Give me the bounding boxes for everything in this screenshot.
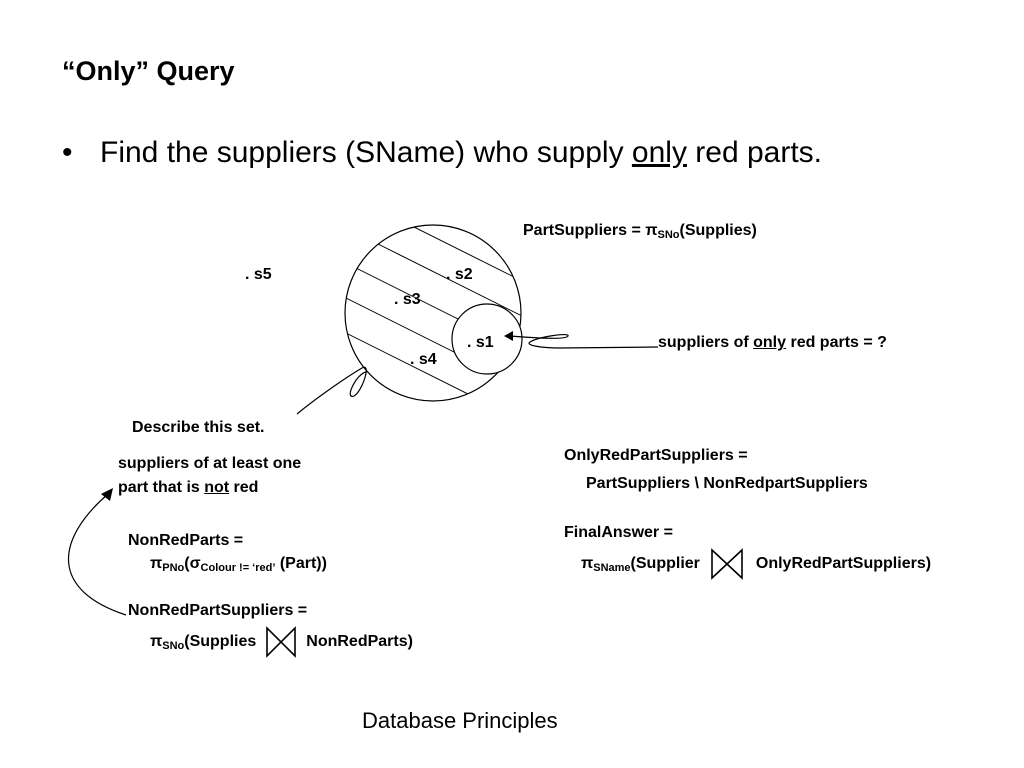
part-suppliers-post: (Supplies) <box>679 222 757 239</box>
slide-title: “Only” Query <box>62 56 235 86</box>
non-red-parts-line1: NonRedParts = <box>128 532 244 549</box>
pi-symbol: π <box>645 222 658 239</box>
bullet-text-pre: Find the suppliers (SName) who supply <box>100 136 632 169</box>
non-red-parts-post: (Part)) <box>275 555 327 572</box>
hatch-line <box>345 225 521 331</box>
natural-join-icon <box>266 626 297 658</box>
only-red-post: red parts = ? <box>786 334 887 351</box>
expr-pre: (Supplies <box>184 633 257 651</box>
sigma-symbol: σ <box>189 555 201 572</box>
pi-subscript: PNo <box>162 562 185 574</box>
only-red-pre: suppliers of <box>658 334 754 351</box>
expr-post: OnlyRedPartSuppliers) <box>755 555 932 573</box>
bullet-text-post: red parts. <box>686 136 823 169</box>
only-red-circle <box>451 303 523 375</box>
non-red-parts-expr: πPNo(σColour != ‘red’ (Part)) <box>150 555 327 574</box>
natural-join-icon <box>711 548 743 580</box>
hatch-line <box>345 309 521 401</box>
open-paren: ( <box>184 555 190 572</box>
pi-subscript: SNo <box>657 229 680 241</box>
not-red-line1: suppliers of at least one <box>118 455 302 472</box>
not-red-line2-pre: part that is <box>118 479 205 496</box>
point-s5: . s5 <box>245 266 272 283</box>
pi-symbol: π <box>581 555 594 573</box>
hatch-line <box>345 344 521 401</box>
part-suppliers-circle <box>344 224 522 402</box>
only-red-part-suppliers-line1: OnlyRedPartSuppliers = <box>564 447 748 464</box>
describe-arrow <box>296 366 367 415</box>
expr-pre: (Supplier <box>630 555 700 573</box>
footer-text: Database Principles <box>362 708 558 733</box>
bullet-text: Find the suppliers (SName) who supply on… <box>100 136 822 170</box>
not-red-line2: part that is not red <box>118 479 258 497</box>
point-s4: . s4 <box>410 351 437 368</box>
point-s2: . s2 <box>446 266 473 283</box>
final-answer-expr: πSName(Supplier OnlyRedPartSuppliers) <box>581 548 931 580</box>
arrowhead <box>101 488 113 501</box>
pi-symbol: π <box>150 555 163 572</box>
non-red-part-suppliers-expr: πSNo(Supplies NonRedParts) <box>150 626 413 658</box>
not-red-line2-post: red <box>229 479 259 496</box>
sigma-subscript: Colour != ‘red’ <box>200 562 276 574</box>
pi-subscript: SName <box>593 562 631 575</box>
final-answer-line1: FinalAnswer = <box>564 524 673 541</box>
only-red-underlined: only <box>753 334 787 351</box>
not-red-underlined: not <box>204 479 230 496</box>
part-suppliers-pre: PartSuppliers = <box>523 222 646 239</box>
left-curved-arrow <box>67 493 127 616</box>
non-red-part-suppliers-line1: NonRedPartSuppliers = <box>128 602 308 619</box>
arrow-curl <box>509 333 569 349</box>
point-s3: . s3 <box>394 291 421 308</box>
arrow-line <box>559 346 659 349</box>
only-red-part-suppliers-line2: PartSuppliers \ NonRedpartSuppliers <box>586 475 868 492</box>
part-suppliers-label: PartSuppliers = πSNo(Supplies) <box>523 222 757 241</box>
expr-post: NonRedParts) <box>306 633 413 651</box>
only-red-label: suppliers of only red parts = ? <box>658 334 887 352</box>
arrowhead <box>504 331 513 341</box>
describe-label: Describe this set. <box>132 419 265 436</box>
pi-subscript: SNo <box>162 640 185 653</box>
pi-symbol: π <box>150 633 163 651</box>
point-s1: . s1 <box>467 334 494 351</box>
bullet-marker: • <box>62 136 73 169</box>
bullet-text-underlined: only <box>631 136 687 169</box>
